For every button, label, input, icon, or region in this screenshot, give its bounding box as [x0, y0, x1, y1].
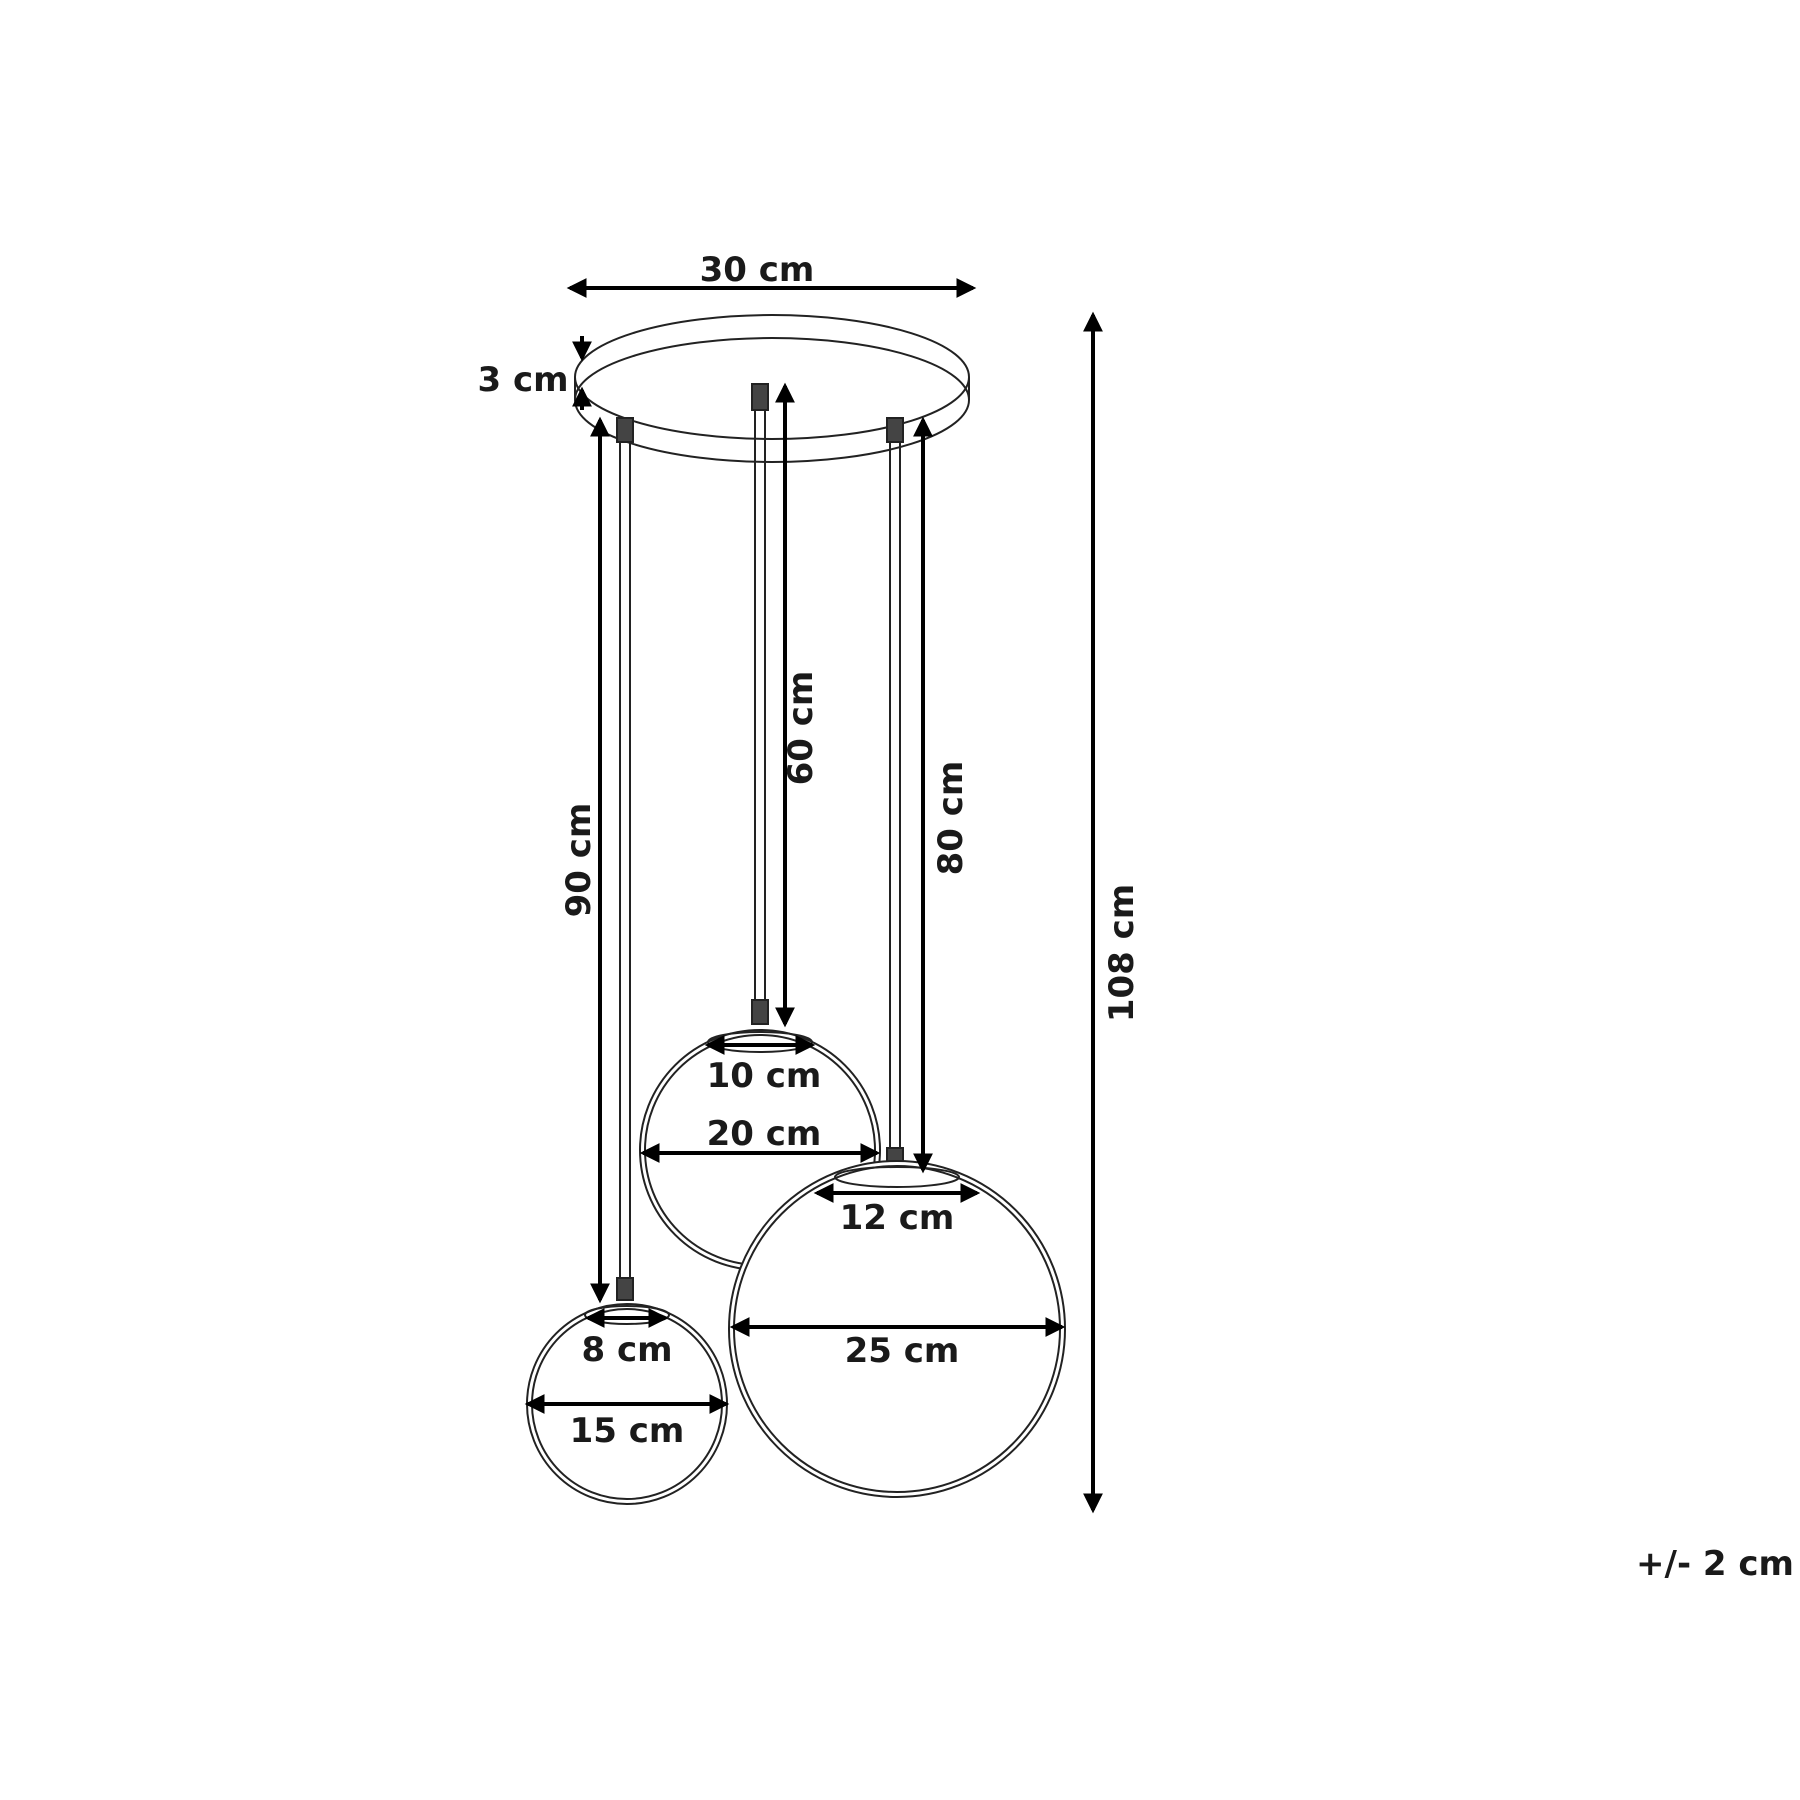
label-right-opening: 12 cm — [840, 1198, 955, 1238]
cords — [616, 383, 904, 1301]
dimension-arrows — [524, 278, 1103, 1514]
label-canopy-width: 30 cm — [700, 250, 815, 290]
label-cord-right: 80 cm — [931, 761, 971, 876]
cord-right — [886, 417, 904, 1171]
label-canopy-height: 3 cm — [477, 360, 568, 400]
tolerance-note: +/- 2 cm — [1636, 1544, 1794, 1584]
canopy — [574, 314, 970, 463]
label-right-diameter: 25 cm — [845, 1331, 960, 1371]
cord-middle — [751, 383, 769, 1025]
label-mid-diameter: 20 cm — [707, 1114, 822, 1154]
label-mid-opening: 10 cm — [707, 1056, 822, 1096]
label-cord-left: 90 cm — [559, 803, 599, 918]
label-cord-middle: 60 cm — [781, 671, 821, 786]
cord-left — [616, 417, 634, 1301]
label-left-diameter: 15 cm — [570, 1411, 685, 1451]
label-left-opening: 8 cm — [581, 1330, 672, 1370]
label-overall-height: 108 cm — [1102, 884, 1142, 1022]
